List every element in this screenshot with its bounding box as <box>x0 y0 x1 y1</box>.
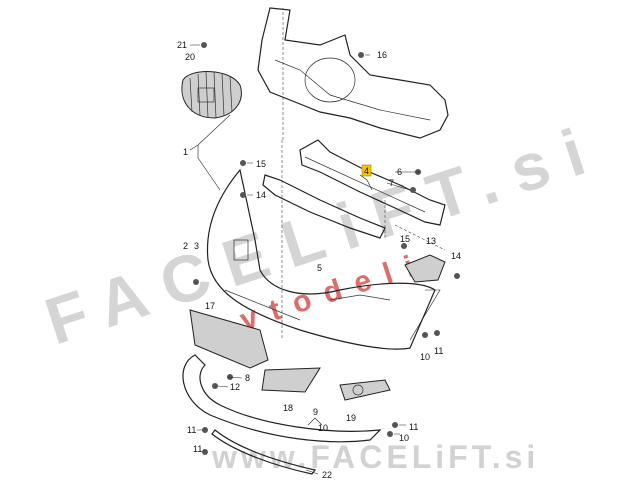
callout-4: 4 <box>364 166 369 176</box>
trim-strip <box>211 429 317 475</box>
callout-10c: 10 <box>399 433 409 443</box>
callout-19: 19 <box>346 413 356 423</box>
callout-11: 11 <box>434 346 443 356</box>
callout-15b: 15 <box>400 234 410 244</box>
callout-10: 10 <box>420 352 430 362</box>
callout-16: 16 <box>377 50 387 60</box>
side-grille-left <box>261 367 321 393</box>
callout-5: 5 <box>317 263 322 273</box>
lower-grille <box>189 309 269 369</box>
callout-labels: 21 20 16 1 15 14 4 6 7 5 15 13 14 2 3 17… <box>177 40 461 480</box>
bumper-cover <box>206 168 436 350</box>
callout-17: 17 <box>205 301 215 311</box>
front-carrier <box>257 7 449 139</box>
callout-2: 2 <box>183 241 188 251</box>
callout-11c: 11 <box>187 425 196 435</box>
callout-10b: 10 <box>318 423 328 433</box>
energy-absorber <box>262 174 386 239</box>
callout-9: 9 <box>313 407 318 417</box>
callout-12: 12 <box>230 382 240 392</box>
grille <box>181 71 242 119</box>
callout-11b: 11 <box>409 422 418 432</box>
callout-11d: 11 <box>193 444 202 454</box>
callout-8: 8 <box>245 373 250 383</box>
callout-20: 20 <box>185 52 195 62</box>
callout-3: 3 <box>194 241 199 251</box>
watermark-brand: FACELiFT.si <box>36 109 610 358</box>
callout-14b: 14 <box>451 251 461 261</box>
callout-14: 14 <box>256 190 266 200</box>
callout-22: 22 <box>322 470 332 480</box>
lower-spoiler <box>182 354 382 443</box>
foglight-grille-right <box>339 379 391 401</box>
callout-21: 21 <box>177 40 187 50</box>
watermark-url: www.FACELiFT.si <box>211 439 539 475</box>
callout-18: 18 <box>283 403 293 413</box>
highlight-marker <box>361 164 372 177</box>
callout-15: 15 <box>256 159 266 169</box>
callout-13: 13 <box>426 236 436 246</box>
side-bracket <box>404 254 446 283</box>
callout-1: 1 <box>183 147 188 157</box>
callout-7: 7 <box>389 178 394 188</box>
fasteners <box>193 42 460 455</box>
bumper-beam <box>299 139 446 226</box>
